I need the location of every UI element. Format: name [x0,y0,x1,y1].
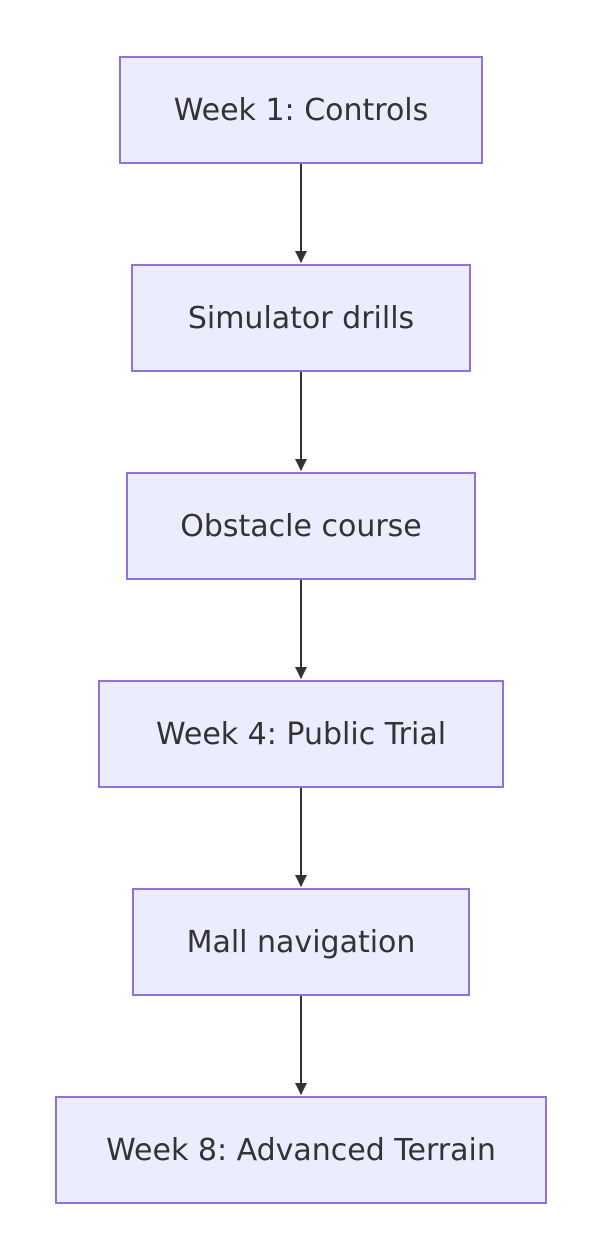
node-label: Mall navigation [186,924,416,960]
node-simulator-drills: Simulator drills [131,264,471,372]
node-week8-advanced-terrain: Week 8: Advanced Terrain [55,1096,547,1204]
node-week1-controls: Week 1: Controls [119,56,483,164]
node-week4-public-trial: Week 4: Public Trial [98,680,504,788]
node-label: Obstacle course [180,508,422,544]
node-obstacle-course: Obstacle course [126,472,476,580]
node-label: Week 8: Advanced Terrain [106,1132,496,1168]
node-mall-navigation: Mall navigation [132,888,470,996]
node-label: Simulator drills [187,300,415,336]
node-label: Week 1: Controls [173,92,429,128]
node-label: Week 4: Public Trial [155,716,447,752]
